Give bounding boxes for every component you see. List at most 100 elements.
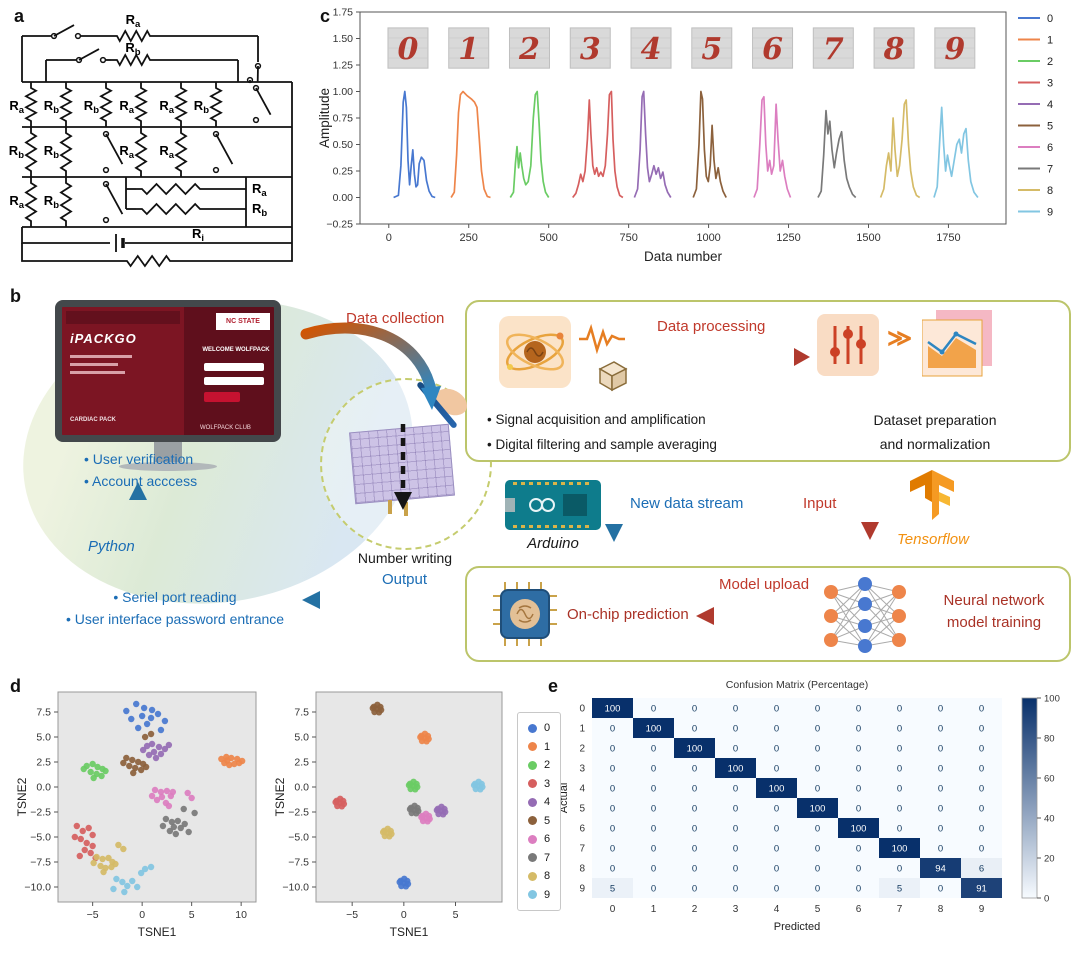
svg-text:−10.0: −10.0 <box>24 882 51 894</box>
svg-text:6: 6 <box>762 32 783 67</box>
legend-label: 6 <box>544 833 550 845</box>
svg-text:5.0: 5.0 <box>294 732 309 744</box>
input-label: Input <box>803 495 836 512</box>
svg-text:−7.5: −7.5 <box>30 857 51 869</box>
new-data-stream-arrow <box>605 482 623 542</box>
svg-text:0: 0 <box>733 844 738 855</box>
svg-text:0: 0 <box>815 704 820 715</box>
svg-text:0: 0 <box>938 764 943 775</box>
svg-text:2: 2 <box>579 744 585 755</box>
legend-label: 2 <box>544 759 550 771</box>
svg-text:0: 0 <box>774 824 779 835</box>
svg-text:0: 0 <box>610 784 615 795</box>
svg-text:91: 91 <box>976 884 987 895</box>
cube-icon <box>593 356 631 394</box>
svg-text:750: 750 <box>619 232 637 244</box>
arduino-label: Arduino <box>510 535 596 552</box>
svg-text:Rb: Rb <box>44 98 59 116</box>
svg-text:−5.0: −5.0 <box>288 832 309 844</box>
svg-text:0: 0 <box>733 824 738 835</box>
svg-text:0: 0 <box>774 704 779 715</box>
tensorflow-logo <box>906 468 958 526</box>
svg-text:0: 0 <box>979 724 984 735</box>
legend-label: 5 <box>544 815 550 827</box>
svg-text:80: 80 <box>1044 734 1055 745</box>
svg-text:0: 0 <box>692 844 697 855</box>
svg-text:0: 0 <box>815 724 820 735</box>
svg-text:0: 0 <box>651 884 656 895</box>
svg-text:−2.5: −2.5 <box>288 807 309 819</box>
chevron-icon: ≫ <box>887 324 912 353</box>
svg-text:0: 0 <box>774 724 779 735</box>
svg-text:TSNE2: TSNE2 <box>15 777 29 816</box>
svg-text:7: 7 <box>823 32 844 67</box>
svg-text:Rb: Rb <box>84 98 99 116</box>
svg-text:Ra: Ra <box>159 143 174 161</box>
dataset-caption-1: Dataset preparation <box>819 412 1051 428</box>
svg-text:0: 0 <box>979 824 984 835</box>
login-password-field <box>204 377 264 385</box>
svg-text:0: 0 <box>856 704 861 715</box>
legend-dot-icon <box>528 724 537 733</box>
svg-text:0: 0 <box>815 884 820 895</box>
monitor: iPACKGO CARDIAC PACK NC STATE WELCOME WO… <box>55 300 281 471</box>
svg-text:0: 0 <box>897 724 902 735</box>
svg-text:0: 0 <box>938 844 943 855</box>
svg-text:Data number: Data number <box>644 249 723 264</box>
svg-text:0: 0 <box>979 744 984 755</box>
svg-text:Ra: Ra <box>126 14 141 30</box>
svg-text:9: 9 <box>579 884 585 895</box>
svg-text:0: 0 <box>856 764 861 775</box>
svg-text:0: 0 <box>774 764 779 775</box>
svg-text:100: 100 <box>605 704 621 715</box>
svg-text:500: 500 <box>540 232 558 244</box>
svg-text:−2.5: −2.5 <box>30 807 51 819</box>
signal-acquisition-bullet: • Signal acquisition and amplification <box>487 412 706 427</box>
svg-text:0.50: 0.50 <box>333 139 354 151</box>
svg-text:0: 0 <box>774 844 779 855</box>
svg-text:0: 0 <box>938 824 943 835</box>
screen-text-bar <box>70 363 118 366</box>
svg-text:0: 0 <box>386 232 392 244</box>
svg-text:0.0: 0.0 <box>36 782 51 794</box>
tsne-legend-item: 6 <box>528 830 550 849</box>
svg-text:0: 0 <box>610 844 615 855</box>
tsne-legend-item: 0 <box>528 719 550 738</box>
bullet-user-verification: • User verification <box>84 448 197 470</box>
svg-text:0: 0 <box>733 804 738 815</box>
svg-text:0: 0 <box>733 704 738 715</box>
arduino-pins <box>513 482 593 485</box>
svg-text:6: 6 <box>979 864 984 875</box>
svg-text:−5.0: −5.0 <box>30 832 51 844</box>
tsne-legend-item: 9 <box>528 886 550 905</box>
svg-text:0: 0 <box>815 764 820 775</box>
svg-text:1: 1 <box>1047 35 1053 47</box>
svg-text:0: 0 <box>610 804 615 815</box>
legend-dot-icon <box>528 835 537 844</box>
arduino-logo <box>525 496 559 514</box>
svg-text:0: 0 <box>692 784 697 795</box>
sensor-chip-image <box>349 424 455 504</box>
svg-text:6: 6 <box>856 904 862 915</box>
legend-dot-icon <box>528 890 537 899</box>
svg-text:0: 0 <box>651 804 656 815</box>
svg-text:Rb: Rb <box>194 98 209 116</box>
svg-text:0: 0 <box>733 864 738 875</box>
svg-text:0: 0 <box>897 804 902 815</box>
svg-text:1250: 1250 <box>776 232 800 244</box>
svg-text:40: 40 <box>1044 814 1055 825</box>
svg-text:8: 8 <box>1047 185 1053 197</box>
svg-text:0: 0 <box>897 704 902 715</box>
svg-text:0: 0 <box>938 804 943 815</box>
svg-text:0: 0 <box>938 704 943 715</box>
svg-text:0: 0 <box>815 744 820 755</box>
svg-text:9: 9 <box>1047 207 1053 219</box>
svg-text:3: 3 <box>579 764 585 775</box>
svg-text:7: 7 <box>897 904 903 915</box>
svg-text:TSNE1: TSNE1 <box>138 925 177 939</box>
tsne-legend-item: 2 <box>528 756 550 775</box>
screen-text-bar <box>70 371 125 374</box>
